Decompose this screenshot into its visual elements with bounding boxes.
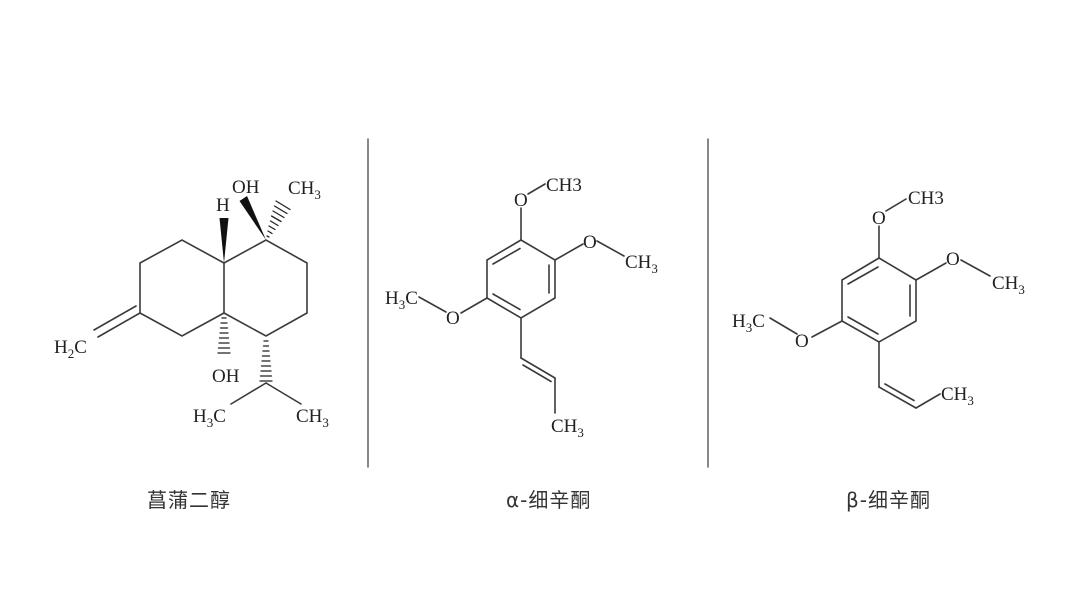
left-ring bbox=[139, 239, 225, 337]
propenyl-bond-3 bbox=[915, 393, 941, 409]
top-ch3-bond bbox=[885, 198, 907, 212]
left-o-bond bbox=[811, 320, 843, 338]
label-o-right: O bbox=[583, 232, 597, 253]
label-oh-top: OH bbox=[232, 177, 260, 198]
label-h3c-left: H3C bbox=[732, 311, 765, 335]
label-h2c: H2C bbox=[54, 337, 87, 361]
label-ch3-right: CH3 bbox=[625, 252, 658, 276]
propenyl-double-outer bbox=[878, 386, 917, 409]
h-wedge-bond bbox=[219, 218, 229, 263]
benzene-ring bbox=[841, 257, 917, 343]
label-o-left: O bbox=[795, 331, 809, 352]
structure-beta-asarone: O CH3 O CH3 O H3C CH3 bbox=[732, 188, 1025, 409]
label-ch3-top: CH3 bbox=[288, 178, 321, 202]
isopropyl-right-bond bbox=[265, 382, 302, 405]
label-oh-bottom: OH bbox=[212, 366, 240, 387]
left-ch3-bond bbox=[769, 317, 798, 335]
label-h-junction: H bbox=[216, 195, 230, 216]
aromatic-double-3 bbox=[492, 293, 521, 311]
caption-beta-asarone: β-细辛酮 bbox=[846, 488, 931, 512]
label-ch3-chain: CH3 bbox=[551, 416, 584, 440]
right-o-bond bbox=[915, 262, 947, 281]
caption-alpha-asarone: α-细辛酮 bbox=[506, 488, 592, 512]
benzene-ring bbox=[486, 239, 556, 319]
right-o-bond bbox=[554, 243, 584, 261]
exo-double-bond-1 bbox=[97, 312, 141, 338]
propenyl-double-outer bbox=[520, 357, 556, 379]
oh-hash-bond bbox=[217, 317, 231, 354]
label-ch3-top: CH3 bbox=[546, 175, 582, 196]
label-ch3-isopropyl: CH3 bbox=[296, 406, 329, 430]
left-ch3-bond bbox=[418, 296, 447, 313]
label-h3c-left: H3C bbox=[385, 288, 418, 312]
caption-calamendiol: 菖蒲二醇 bbox=[147, 488, 231, 512]
label-ch3-chain: CH3 bbox=[941, 384, 974, 408]
aromatic-double-1 bbox=[847, 266, 879, 285]
label-ch3-right: CH3 bbox=[992, 273, 1025, 297]
aromatic-double-1 bbox=[492, 247, 521, 265]
label-o-right: O bbox=[946, 249, 960, 270]
label-o-top: O bbox=[514, 190, 528, 211]
right-ch3-bond bbox=[960, 259, 991, 277]
label-ch3-top: CH3 bbox=[908, 188, 944, 209]
isopropyl-hash-bond bbox=[259, 340, 273, 382]
left-o-bond bbox=[460, 297, 488, 314]
ch3-hash-bond bbox=[266, 200, 291, 238]
label-o-top: O bbox=[872, 208, 886, 229]
aromatic-double-3 bbox=[847, 316, 879, 335]
label-h3c-isopropyl: H3C bbox=[193, 406, 226, 430]
propenyl-double-inner bbox=[884, 383, 915, 402]
label-o-left: O bbox=[446, 308, 460, 329]
exo-double-bond-2 bbox=[93, 305, 137, 331]
right-ring bbox=[223, 239, 308, 337]
right-ch3-bond bbox=[596, 240, 625, 257]
structure-calamendiol: OH CH3 H H2C OH H3C CH3 bbox=[54, 177, 329, 430]
oh-wedge-bond bbox=[239, 196, 266, 240]
propenyl-double-inner bbox=[522, 364, 552, 383]
structure-alpha-asarone: O CH3 O CH3 O H3C CH3 bbox=[385, 175, 658, 440]
isopropyl-left-bond bbox=[230, 382, 267, 405]
top-ch3-bond bbox=[527, 183, 546, 195]
